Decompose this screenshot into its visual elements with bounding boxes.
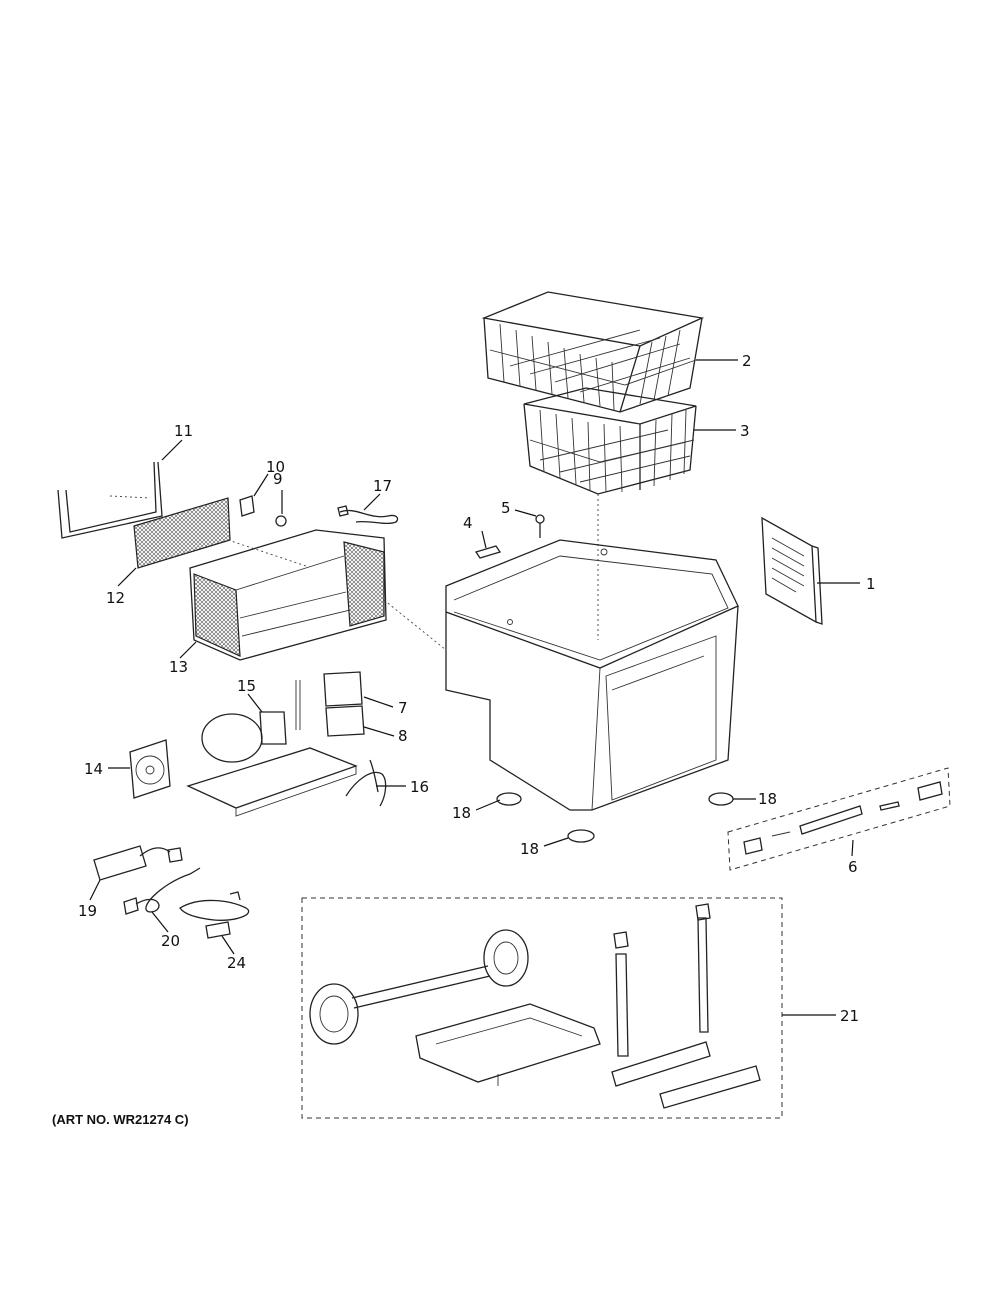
callout-17: 17 (373, 477, 392, 495)
lower-basket (523, 387, 697, 495)
callout-14: 14 (84, 760, 103, 778)
callout-13: 13 (169, 658, 188, 676)
callout-9: 9 (273, 470, 283, 488)
cart-kit (301, 897, 783, 1119)
cord-part-20 (123, 867, 201, 915)
compressor-part-15 (186, 680, 358, 817)
callout-4: 4 (463, 514, 473, 532)
callout-19: 19 (78, 902, 97, 920)
control-board-8 (325, 705, 365, 737)
foot-pads (496, 792, 734, 843)
callout-1: 1 (866, 575, 876, 593)
callout-10: 10 (266, 458, 285, 476)
car-cord-part-24 (179, 891, 250, 939)
adapter-part-19 (93, 845, 183, 881)
callout-15: 15 (237, 677, 256, 695)
harness-part-16 (345, 759, 387, 807)
callout-18-left: 18 (452, 804, 471, 822)
leader-lines (89, 359, 860, 1016)
art-number: (ART NO. WR21274 C) (52, 1112, 189, 1127)
nut-part-9 (275, 515, 287, 527)
grille-part-12 (133, 497, 231, 569)
callout-18-center: 18 (520, 840, 539, 858)
manual (761, 516, 823, 625)
callout-24: 24 (227, 954, 246, 972)
callout-18-right: 18 (758, 790, 777, 808)
callout-11: 11 (174, 422, 193, 440)
cabinet (445, 539, 739, 811)
control-board-7 (323, 671, 363, 707)
callout-12: 12 (106, 589, 125, 607)
clip-part-4 (474, 545, 502, 559)
callout-20: 20 (161, 932, 180, 950)
bracket-part-11 (57, 461, 163, 539)
callout-16: 16 (410, 778, 429, 796)
callout-2: 2 (742, 352, 752, 370)
upper-basket (481, 291, 705, 413)
callout-5: 5 (501, 499, 511, 517)
callout-labels: 1 2 3 4 5 6 7 8 9 10 11 12 13 14 15 16 1… (78, 352, 876, 1025)
handle-kit (727, 767, 951, 871)
callout-7: 7 (398, 699, 408, 717)
callout-21: 21 (840, 1007, 859, 1025)
callout-3: 3 (740, 422, 750, 440)
bracket-part-10 (239, 495, 255, 517)
callout-6: 6 (848, 858, 858, 876)
callout-8: 8 (398, 727, 408, 745)
fan-part-14 (129, 739, 171, 799)
wire-part-17 (337, 505, 399, 525)
screw-part-5 (535, 514, 545, 538)
shroud-part-13 (189, 529, 447, 661)
